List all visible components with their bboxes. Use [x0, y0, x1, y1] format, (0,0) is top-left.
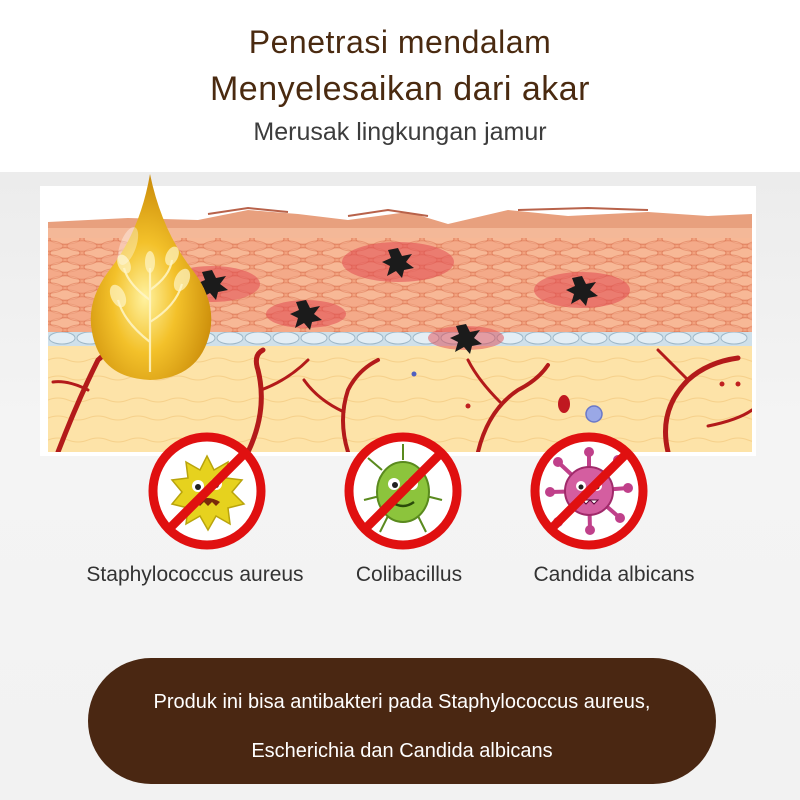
subheadline: Merusak lingkungan jamur: [253, 118, 547, 146]
headline-secondary: Menyelesaikan dari akar: [209, 70, 591, 108]
bacteria-label-colibacillus: Colibacillus: [355, 563, 463, 586]
claim-line-1: Produk ini bisa antibakteri pada Staphyl…: [153, 691, 651, 713]
header: Penetrasi mendalam Menyelesaikan dari ak…: [0, 0, 800, 172]
antibacterial-claim-banner: Produk ini bisa antibakteri pada Staphyl…: [88, 658, 716, 784]
bacteria-label-staphylococcus: Staphylococcus aureus: [86, 563, 304, 586]
staphylococcus-icon: [146, 430, 268, 552]
bacteria-label-candida: Candida albicans: [533, 563, 695, 586]
claim-line-2: Escherichia dan Candida albicans: [251, 740, 553, 762]
candida-icon: [528, 430, 650, 552]
colibacillus-icon: [342, 430, 464, 552]
headline-primary: Penetrasi mendalam: [248, 24, 552, 60]
oil-drop-icon: [90, 174, 212, 380]
